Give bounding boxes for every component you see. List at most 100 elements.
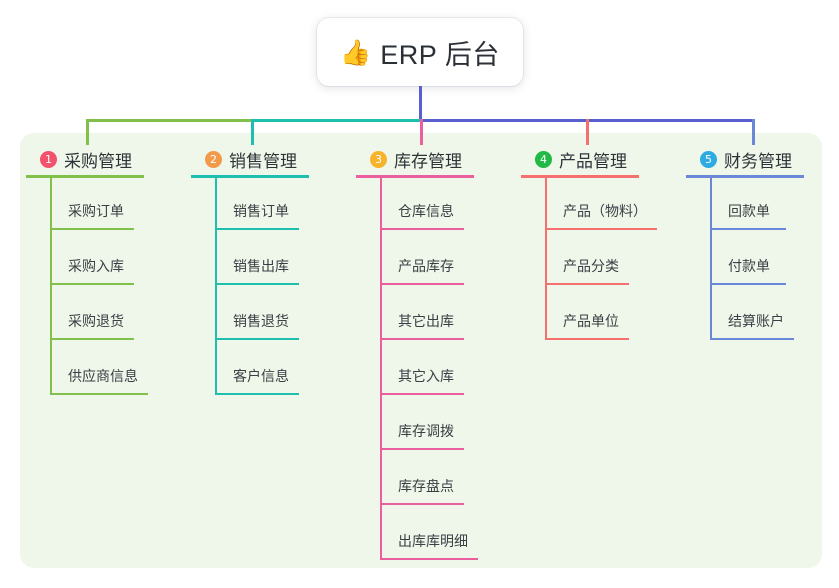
branch-spine [50,175,52,395]
branch-item[interactable]: 客户信息 [205,340,299,395]
branch-header-rule [521,175,639,178]
branch-item-list: 产品（物料） 产品分类产品单位 [535,175,657,340]
branch-item-list: 销售订单销售出库销售退货客户信息 [205,175,299,395]
branch-item-rule [50,338,134,340]
branch-item-rule [50,283,134,285]
branch-header-2[interactable]: 2 销售管理 [191,146,309,178]
branch-item-label: 产品（物料） [563,203,647,219]
branch-index-badge: 1 [40,150,57,168]
branch-item-label: 销售出库 [233,258,289,274]
branch-item[interactable]: 付款单 [700,230,792,285]
branch-item-rule [545,283,629,285]
branch-index-badge: 2 [205,150,222,168]
branch-item-rule [380,338,464,340]
branch-spine [710,175,712,340]
branch-item-rule [380,448,464,450]
branch-item-label: 结算账户 [728,313,784,329]
branch-item-rule [710,228,786,230]
branch-item[interactable]: 出库库明细 [370,505,478,560]
branch-header-rule [26,175,144,178]
branch-item[interactable]: 产品库存 [370,230,464,285]
bus-segment-2 [251,119,420,122]
branch-item-rule [50,228,134,230]
branch-header-rule [686,175,804,178]
bus-segment-4 [586,119,752,122]
branch-title-label: 采购管理 [64,151,132,171]
branch-item[interactable]: 库存调拨 [370,395,464,450]
branch-item-label: 供应商信息 [68,368,138,384]
branch-drop-1 [86,119,89,145]
branch-item-rule [380,393,464,395]
branch-item[interactable]: 其它出库 [370,285,464,340]
branch-item-label: 仓库信息 [398,203,454,219]
branch-header-rule [191,175,309,178]
branch-item-label: 销售订单 [233,203,289,219]
branch-drop-4 [586,119,589,145]
branch-item[interactable]: 供应商信息 [40,340,148,395]
branch-item[interactable]: 仓库信息 [370,175,464,230]
branch-item[interactable]: 产品分类 [535,230,629,285]
branch-item-rule [215,283,299,285]
bus-segment-3 [420,119,586,122]
branch-item-rule [710,338,794,340]
branch-item-label: 出库库明细 [398,533,468,549]
branch-item-label: 产品分类 [563,258,619,274]
branch-item[interactable]: 采购入库 [40,230,134,285]
branch-item[interactable]: 结算账户 [700,285,794,340]
branch-item-rule [215,338,299,340]
branch-column-销售管理: 2 销售管理销售订单销售出库销售退货客户信息 [191,146,309,395]
branch-item-rule [380,228,464,230]
branch-item-label: 库存盘点 [398,478,454,494]
branch-header-rule [356,175,474,178]
branch-item[interactable]: 回款单 [700,175,792,230]
branch-item-label: 其它入库 [398,368,454,384]
branch-item-list: 回款单付款单结算账户 [700,175,794,340]
diagram-background-panel [20,133,822,568]
branch-item[interactable]: 采购订单 [40,175,134,230]
branch-item-rule [380,558,478,560]
branch-drop-2 [251,119,254,145]
branch-item[interactable]: 库存盘点 [370,450,464,505]
branch-item[interactable]: 销售退货 [205,285,299,340]
branch-item-rule [710,283,786,285]
branch-title-label: 产品管理 [559,151,627,171]
branch-item-label: 产品库存 [398,258,454,274]
branch-item-list: 仓库信息产品库存其它出库其它入库库存调拨库存盘点出库库明细 [370,175,478,560]
branch-item-label: 其它出库 [398,313,454,329]
branch-item-rule [215,228,299,230]
thumbs-up-icon: 👍 [340,37,372,67]
branch-item[interactable]: 其它入库 [370,340,464,395]
branch-title-label: 财务管理 [724,151,792,171]
branch-item[interactable]: 销售出库 [205,230,299,285]
branch-item-label: 付款单 [728,258,770,274]
branch-spine [380,175,382,560]
branch-item-label: 客户信息 [233,368,289,384]
branch-item-label: 回款单 [728,203,770,219]
branch-item-rule [50,393,148,395]
root-node-label: ERP 后台 [380,39,500,70]
branch-title-label: 销售管理 [229,151,297,171]
branch-index-badge: 3 [370,150,387,168]
branch-item-label: 库存调拨 [398,423,454,439]
branch-drop-3 [420,119,423,145]
branch-item-rule [545,228,657,230]
branch-header-1[interactable]: 1 采购管理 [26,146,144,178]
branch-spine [545,175,547,340]
root-stem-connector [419,86,422,122]
branch-item-rule [380,503,464,505]
branch-item[interactable]: 销售订单 [205,175,299,230]
branch-item-label: 采购入库 [68,258,124,274]
branch-item[interactable]: 产品单位 [535,285,629,340]
branch-item[interactable]: 采购退货 [40,285,134,340]
root-node-erp-backend[interactable]: 👍 ERP 后台 [317,18,523,86]
branch-item-label: 采购订单 [68,203,124,219]
branch-item-rule [215,393,299,395]
branch-item[interactable]: 产品（物料） [535,175,657,230]
